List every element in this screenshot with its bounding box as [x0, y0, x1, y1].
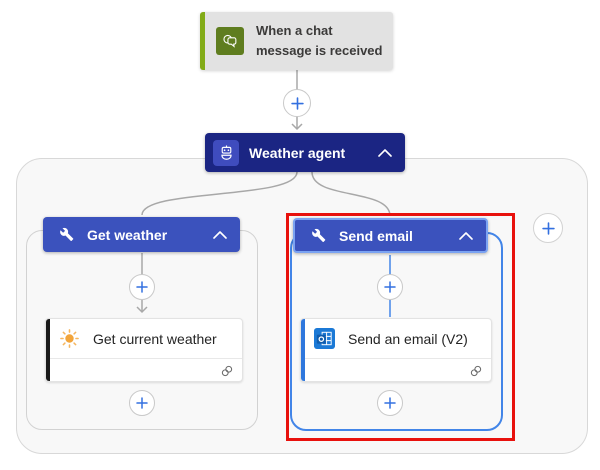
- agent-scope-container: [16, 158, 588, 454]
- add-branch-button[interactable]: [533, 213, 563, 243]
- insert-step-button-left[interactable]: [129, 274, 155, 300]
- plus-icon: [136, 397, 148, 409]
- left-branch-header[interactable]: Get weather: [43, 217, 240, 252]
- connection-icon: [221, 365, 233, 376]
- card-accent-bar: [46, 319, 50, 381]
- action-card-get-current-weather[interactable]: Get current weather: [45, 318, 243, 382]
- agent-node[interactable]: Weather agent: [205, 133, 405, 172]
- arrowhead-icon: [291, 123, 303, 131]
- chevron-up-icon[interactable]: [378, 148, 392, 157]
- outlook-icon: [314, 328, 335, 349]
- plus-icon: [136, 281, 148, 293]
- action-card-send-an-email[interactable]: Send an email (V2): [300, 318, 492, 382]
- robot-icon: [213, 139, 239, 166]
- right-branch-label: Send email: [339, 227, 413, 244]
- add-action-button-left[interactable]: [129, 390, 155, 416]
- action-title: Send an email (V2): [348, 330, 468, 347]
- sun-icon: [60, 329, 79, 348]
- left-branch-label: Get weather: [87, 226, 168, 243]
- action-title: Get current weather: [93, 330, 217, 347]
- plus-icon: [541, 221, 555, 235]
- agent-label: Weather agent: [249, 144, 346, 161]
- connection-icon: [470, 365, 482, 376]
- trigger-title: When a chat message is received: [256, 23, 383, 58]
- chevron-up-icon[interactable]: [213, 230, 227, 239]
- wrench-icon: [312, 228, 326, 242]
- right-branch-header[interactable]: Send email: [293, 218, 488, 253]
- insert-step-button-right[interactable]: [377, 274, 403, 300]
- insert-step-button-top[interactable]: [283, 89, 311, 117]
- chevron-up-icon[interactable]: [459, 231, 473, 240]
- plus-icon: [384, 397, 396, 409]
- plus-icon: [290, 96, 304, 110]
- card-accent-bar: [301, 319, 305, 381]
- add-action-button-right[interactable]: [377, 390, 403, 416]
- chat-bubbles-icon: [216, 27, 244, 55]
- trigger-node-chat-message[interactable]: When a chat message is received: [200, 12, 393, 70]
- wrench-icon: [60, 227, 74, 241]
- plus-icon: [384, 281, 396, 293]
